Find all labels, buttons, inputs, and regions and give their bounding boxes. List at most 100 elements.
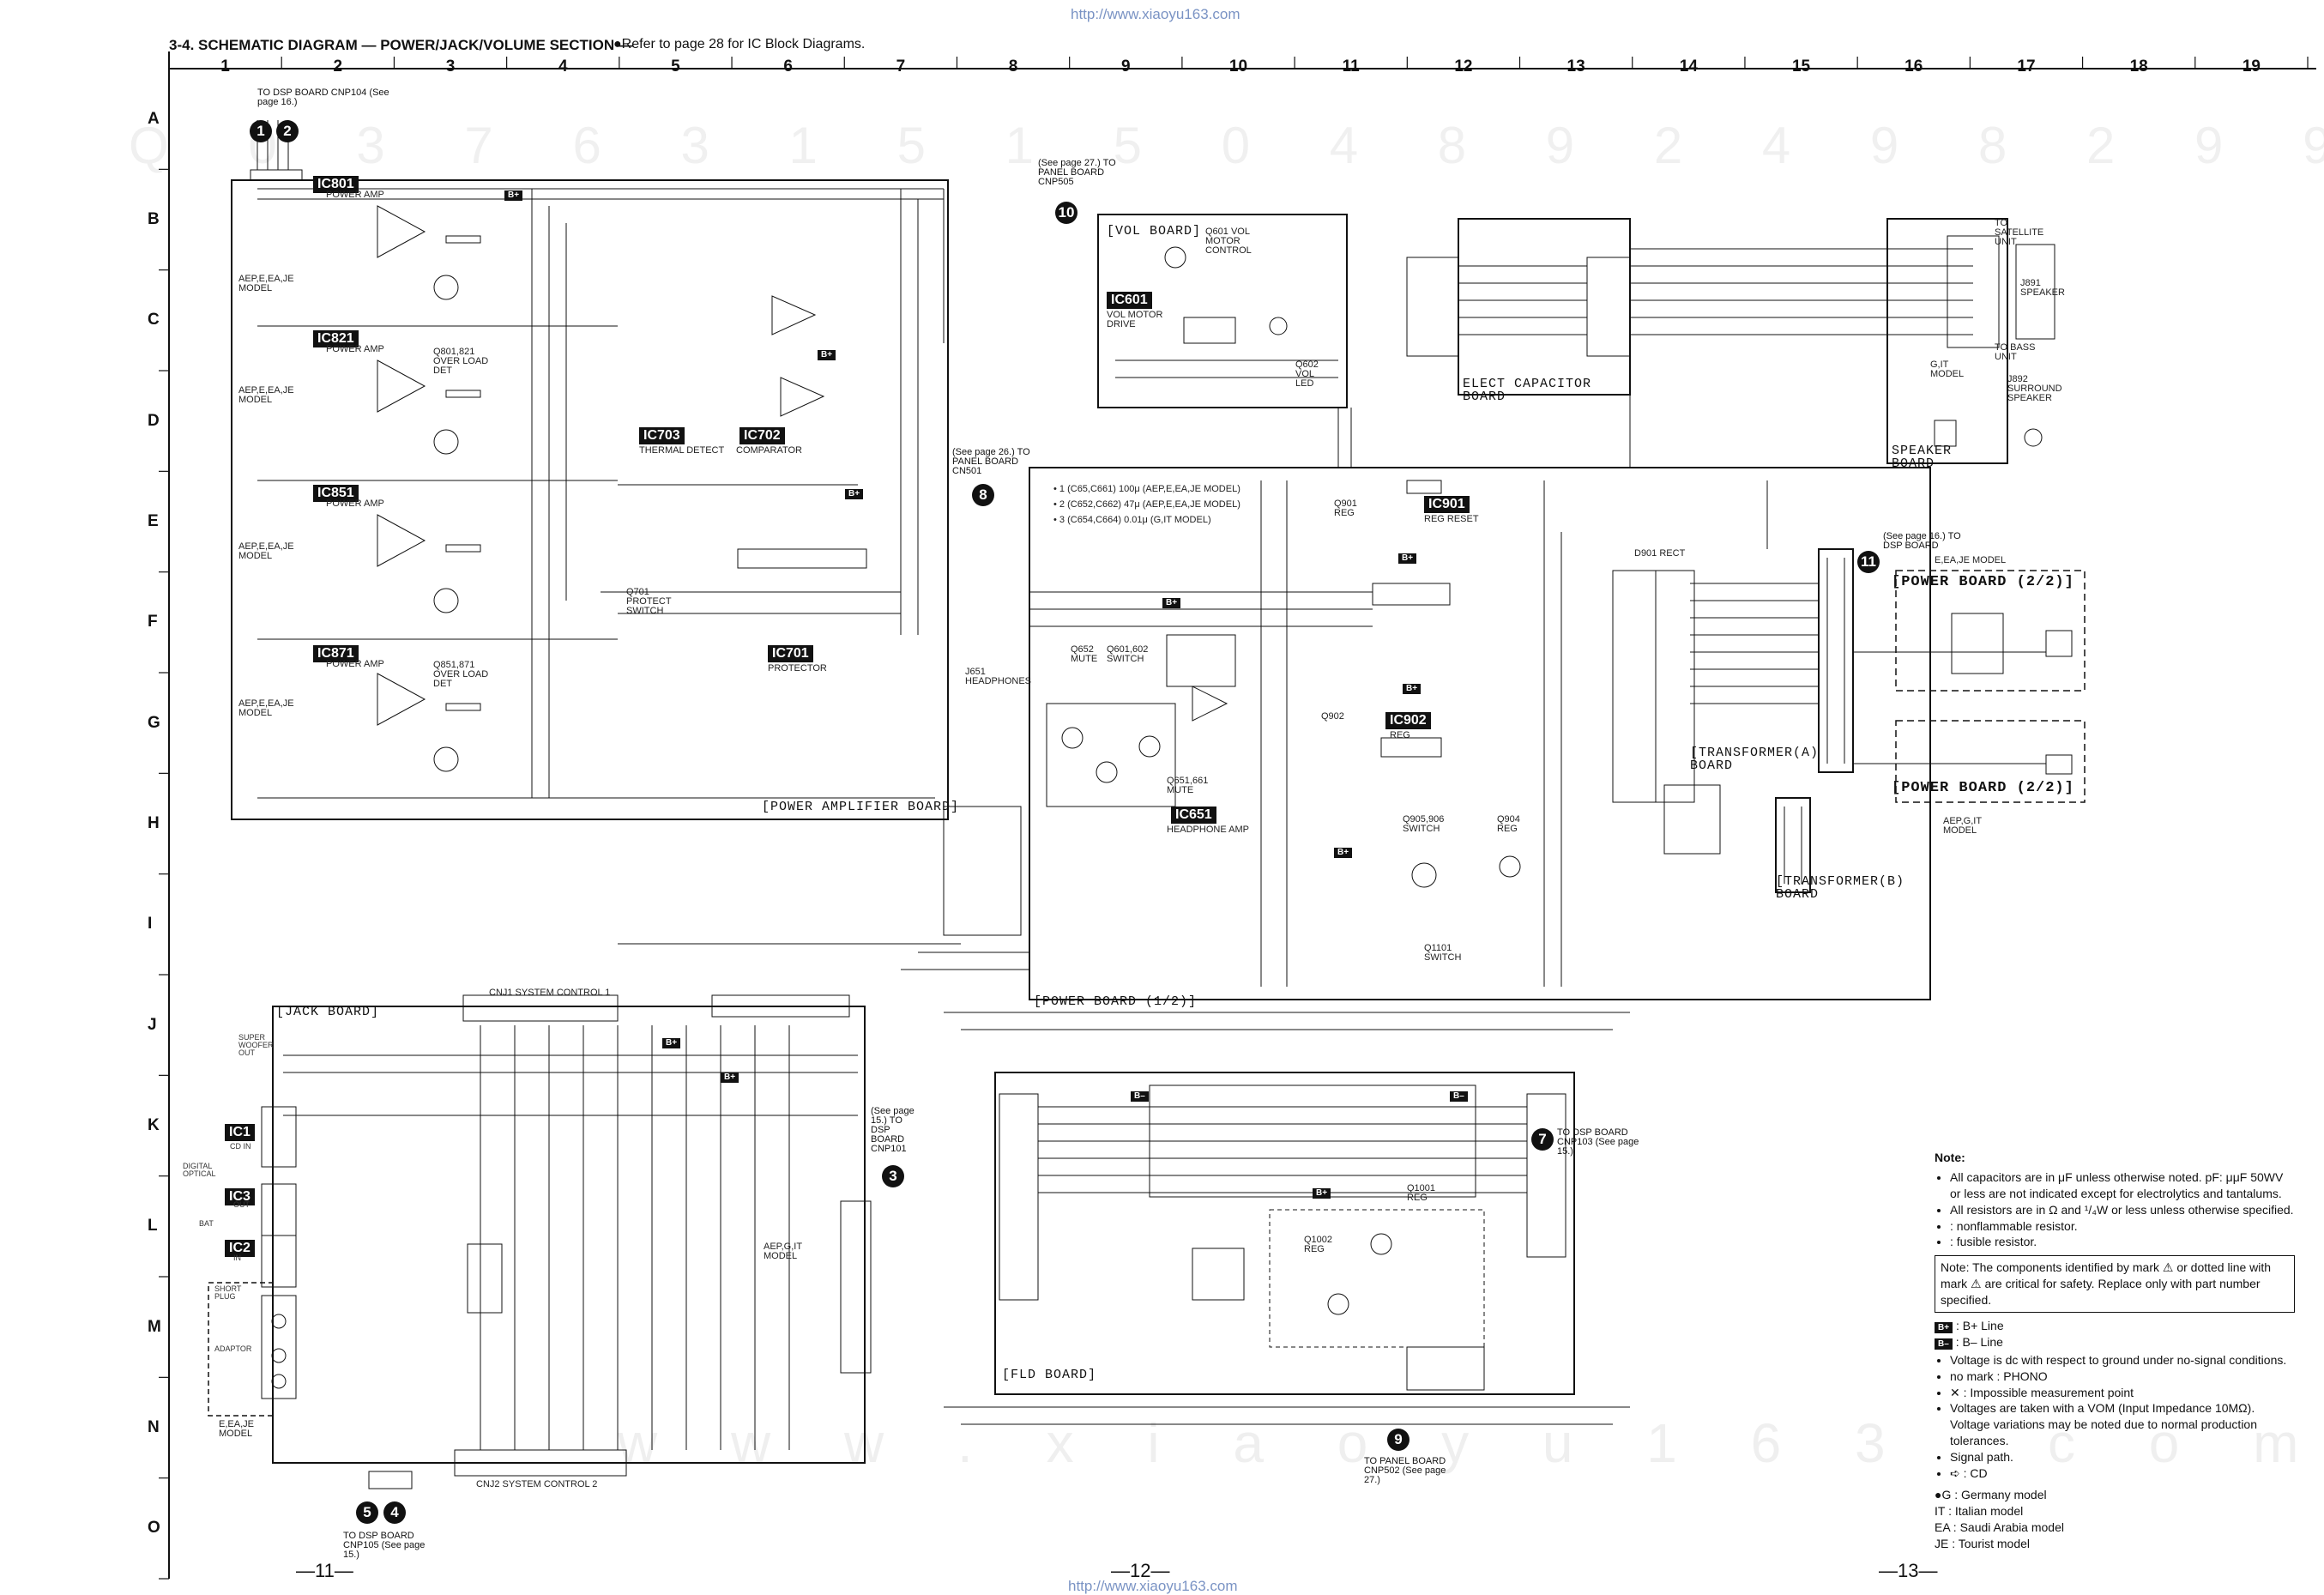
- satellite-unit-label: TO SATELLITE UNIT: [1995, 218, 2044, 247]
- connector-marker-8: 8: [972, 484, 994, 506]
- vol-board-label: [VOL BOARD]: [1107, 224, 1202, 239]
- ic702-label: IC702: [739, 427, 785, 444]
- bass-unit-label: TO BASS UNIT: [1995, 342, 2036, 362]
- bplus-tag: B–: [1450, 1091, 1468, 1102]
- ic821-label: IC821: [313, 330, 359, 347]
- connector-marker-2: 2: [276, 120, 299, 142]
- q902-label: Q902: [1321, 711, 1344, 722]
- row-letter: G: [148, 713, 160, 732]
- column-number: 18: [2129, 57, 2148, 76]
- adaptor-label: ADAPTOR: [214, 1344, 252, 1353]
- d901-label: D901 RECT: [1634, 548, 1686, 559]
- ic851-label: IC851: [313, 485, 359, 502]
- watermark-bottom: w w w . x i a o y u 1 6 3 . c o m: [618, 1412, 2324, 1474]
- jack-board-label: [JACK BOARD]: [276, 1005, 380, 1019]
- voltage-note-item: no mark : PHONO: [1950, 1368, 2295, 1385]
- row-letter: F: [148, 613, 158, 631]
- page-number-12: —12—: [1111, 1560, 1170, 1581]
- column-number: 12: [1454, 57, 1473, 76]
- column-number: 9: [1120, 57, 1131, 76]
- bplus-tag: B+: [1334, 848, 1353, 858]
- row-letter: J: [148, 1015, 157, 1034]
- short-plug-label: SHORT PLUG: [214, 1284, 242, 1301]
- bplus-tag: B+: [845, 489, 864, 499]
- row-letter: E: [148, 512, 159, 530]
- to-panel-cnp505: (See page 27.) TO PANEL BOARD CNP505: [1038, 158, 1116, 187]
- column-number: 13: [1566, 57, 1585, 76]
- voltage-note-item: ✕ : Impossible measurement point: [1950, 1385, 2295, 1401]
- voltage-note-item: Signal path.: [1950, 1449, 2295, 1465]
- voltage-notes: Voltage is dc with respect to ground und…: [1935, 1352, 2295, 1482]
- model-note-3: AEP,E,EA,JE MODEL: [238, 541, 294, 561]
- digital-optical-label: DIGITAL OPTICAL: [183, 1162, 216, 1178]
- ic901-label: IC901: [1424, 496, 1470, 513]
- bplus-tag: B+: [721, 1072, 739, 1083]
- ic702-function: COMPARATOR: [736, 445, 803, 456]
- source-url-top[interactable]: http://www.xiaoyu163.com: [1071, 6, 1240, 22]
- connector-marker-3: 3: [882, 1165, 904, 1187]
- bat-label: BAT: [199, 1219, 214, 1228]
- model-note-2: AEP,E,EA,JE MODEL: [238, 385, 294, 405]
- connector-marker-10: 10: [1055, 202, 1077, 224]
- bplus-tag: B+: [1403, 684, 1422, 694]
- notes-block: Note: All capacitors are in μF unless ot…: [1935, 1150, 2295, 1551]
- column-number: 8: [1008, 57, 1018, 76]
- ic821-function: POWER AMP: [326, 344, 384, 354]
- column-number: 2: [333, 57, 343, 76]
- column-number: 7: [896, 57, 906, 76]
- column-number: 1: [220, 57, 230, 76]
- q1101-label: Q1101 SWITCH: [1424, 943, 1462, 963]
- note-item: : nonflammable resistor.: [1950, 1218, 2295, 1235]
- bplus-tag: B+: [1313, 1188, 1331, 1199]
- voltage-note-item: Voltages are taken with a VOM (Input Imp…: [1950, 1400, 2295, 1449]
- q801-label: Q801,821 OVER LOAD DET: [433, 347, 489, 376]
- transformer-a-board-label: [TRANSFORMER(A) BOARD: [1690, 746, 1820, 773]
- column-number: 6: [783, 57, 793, 76]
- row-letter: L: [148, 1217, 158, 1236]
- connector-marker-4: 4: [383, 1501, 406, 1524]
- ic701-function: PROTECTOR: [768, 663, 827, 674]
- row-letter: B: [148, 210, 160, 228]
- cnj2-label: CNJ2 SYSTEM CONTROL 2: [476, 1479, 598, 1489]
- column-number: 16: [1904, 57, 1923, 76]
- ic901-function: REG RESET: [1424, 514, 1479, 524]
- to-dsp-cnp105: TO DSP BOARD CNP105 (See page 15.): [343, 1531, 426, 1560]
- source-url-bottom[interactable]: http://www.xiaoyu163.com: [1068, 1578, 1238, 1594]
- q701-label: Q701 PROTECT SWITCH: [626, 587, 672, 616]
- ic851-function: POWER AMP: [326, 498, 384, 509]
- q651-label: Q651,661 MUTE: [1167, 776, 1209, 795]
- bplus-tag: B+: [504, 190, 523, 201]
- super-woofer-out-label: SUPER WOOFER OUT: [238, 1033, 274, 1057]
- column-number: 3: [445, 57, 456, 76]
- model-note-fld: AEP,G,IT MODEL: [764, 1242, 802, 1261]
- model-note-jack: E,EA,JE MODEL: [219, 1419, 254, 1439]
- cd-in-label: CD IN: [230, 1142, 251, 1151]
- q904-label: Q904 REG: [1497, 814, 1520, 834]
- cnj1-label: CNJ1 SYSTEM CONTROL 1: [489, 988, 611, 998]
- connector-marker-9: 9: [1387, 1429, 1409, 1451]
- power-board-2b-label: [POWER BOARD (2/2)]: [1892, 780, 2074, 796]
- to-panel-cnp502: TO PANEL BOARD CNP502 (See page 27.): [1364, 1456, 1446, 1485]
- row-letter: M: [148, 1317, 161, 1336]
- ic1-label: IC1: [225, 1124, 255, 1141]
- ic651-label: IC651: [1171, 807, 1216, 824]
- model-note-pb2: E,EA,JE MODEL: [1935, 555, 2007, 565]
- bplus-tag: B+: [818, 350, 836, 360]
- bplus-legend: B+ : B+ Line: [1935, 1318, 2295, 1334]
- bminus-swatch: B–: [1935, 1338, 1953, 1350]
- speaker-board-label: SPEAKER BOARD: [1892, 444, 1953, 471]
- model-note-aep-g: AEP,G,IT MODEL: [1943, 816, 1982, 836]
- connector-marker-7: 7: [1531, 1128, 1554, 1151]
- model-note-gjt: G,IT MODEL: [1930, 359, 1965, 379]
- column-number: 11: [1342, 57, 1360, 76]
- page-number-11: —11—: [296, 1560, 353, 1581]
- ic871-label: IC871: [313, 645, 359, 662]
- to-dsp-cnp101: (See page 15.) TO DSP BOARD CNP101: [871, 1106, 915, 1154]
- model-note-4: AEP,E,EA,JE MODEL: [238, 698, 294, 718]
- ic902-label: IC902: [1385, 712, 1431, 729]
- ic871-function: POWER AMP: [326, 659, 384, 669]
- column-number: 15: [1791, 57, 1811, 76]
- bplus-swatch: B+: [1935, 1322, 1953, 1334]
